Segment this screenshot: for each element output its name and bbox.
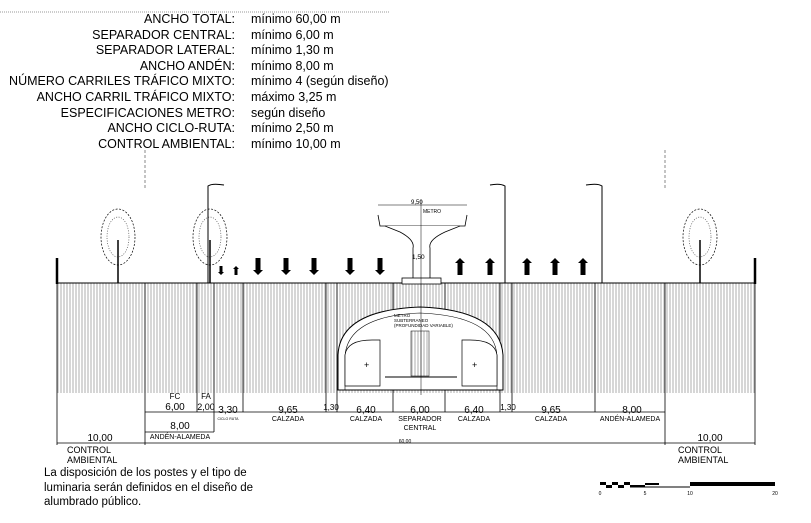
svg-text:1,30: 1,30 (323, 403, 339, 412)
svg-text:CALZADA: CALZADA (458, 416, 491, 423)
svg-text:6,00: 6,00 (165, 402, 185, 413)
svg-text:9,65: 9,65 (278, 405, 298, 416)
lamp-posts (207, 183, 603, 283)
svg-text:CENTRAL: CENTRAL (404, 425, 437, 432)
svg-text:10: 10 (687, 491, 693, 497)
lighting-note: La disposición de los postes y el tipo d… (44, 467, 254, 508)
spec-label: CONTROL AMBIENTAL: (98, 136, 235, 151)
spec-value: mínimo 10,00 m (251, 136, 341, 151)
spec-label: ESPECIFICACIONES METRO: (60, 105, 235, 120)
spec-label: ANCHO ANDÉN: (139, 58, 235, 73)
svg-text:CONTROL: CONTROL (678, 445, 722, 455)
arrow-down-icon (218, 266, 224, 275)
svg-text:CICLO RUTA: CICLO RUTA (218, 417, 240, 421)
spec-label: SEPARADOR LATERAL: (95, 43, 235, 58)
svg-text:60,00: 60,00 (399, 439, 412, 445)
svg-text:ANDÉN-ALAMEDA: ANDÉN-ALAMEDA (150, 432, 211, 441)
svg-text:ANDÉN-ALAMEDA: ANDÉN-ALAMEDA (600, 414, 661, 423)
arrow-down-icon (281, 258, 291, 275)
svg-text:20: 20 (772, 491, 778, 497)
svg-text:AMBIENTAL: AMBIENTAL (67, 455, 117, 465)
svg-text:CONTROL: CONTROL (67, 445, 111, 455)
spec-value: mínimo 2,50 m (251, 121, 334, 136)
scale-bar: 0 5 10 20 (599, 482, 778, 497)
svg-text:2,00: 2,00 (197, 402, 215, 412)
metro-width-dimension: 9,50 (411, 200, 423, 206)
arrow-down-icon (345, 258, 355, 275)
arrow-down-icon (309, 258, 319, 275)
spec-label: SEPARADOR CENTRAL: (92, 27, 235, 42)
svg-text:8,00: 8,00 (622, 405, 642, 416)
svg-text:CALZADA: CALZADA (535, 416, 568, 423)
arrow-up-icon (522, 258, 532, 275)
tunnel-label: SUBTERRANEO (394, 318, 429, 323)
svg-text:CALZADA: CALZADA (272, 416, 305, 423)
svg-text:10,00: 10,00 (87, 433, 112, 444)
spec-value: máximo 3,25 m (251, 90, 337, 104)
arrow-up-icon (455, 258, 465, 275)
trees (100, 208, 718, 283)
svg-text:6,00: 6,00 (410, 405, 430, 416)
svg-text:9,65: 9,65 (541, 405, 561, 416)
elevated-metro: 9,50 METRO 1,50 (377, 200, 468, 395)
tunnel-label: (PROFUNDIDAD VARIABLE) (394, 323, 453, 328)
svg-text:6,40: 6,40 (356, 405, 376, 416)
svg-text:FA: FA (201, 392, 211, 401)
arrow-down-icon (375, 258, 385, 275)
spec-label: NÚMERO CARRILES TRÁFICO MIXTO: (9, 74, 235, 89)
svg-text:FC: FC (170, 392, 181, 401)
tree-icon (192, 208, 228, 283)
spec-value: mínimo 4 (según diseño) (251, 74, 389, 89)
spec-value: mínimo 6,00 m (251, 27, 334, 42)
tree-icon (682, 208, 718, 283)
spec-label: ANCHO TOTAL: (144, 12, 235, 26)
svg-text:3,30: 3,30 (218, 405, 238, 416)
tunnel-label: METRO (394, 313, 411, 318)
metro-label: METRO (423, 209, 441, 215)
column-width-dimension: 1,50 (412, 254, 425, 261)
dimension-annotations: FC 6,00 FA 2,00 3,30 CICLO RUTA 9,65 CAL… (57, 392, 755, 465)
tree-icon (100, 208, 136, 283)
underground-metro-tunnel: + + METRO SUBTERRANEO (PROFUNDIDAD VARIAB… (337, 306, 504, 391)
spec-value: mínimo 60,00 m (251, 12, 341, 26)
arrow-up-icon (550, 258, 560, 275)
svg-text:1,30: 1,30 (500, 403, 516, 412)
svg-text:0: 0 (599, 491, 602, 497)
spec-value: mínimo 1,30 m (251, 43, 334, 58)
svg-text:SEPARADOR: SEPARADOR (398, 416, 441, 423)
spec-label: ANCHO CICLO-RUTA: (107, 121, 235, 136)
svg-text:10,00: 10,00 (697, 433, 722, 444)
arrow-down-icon (253, 258, 263, 275)
svg-text:6,40: 6,40 (464, 405, 484, 416)
svg-text:8,00: 8,00 (170, 421, 190, 432)
arrow-up-icon (578, 258, 588, 275)
svg-text:+: + (472, 360, 477, 370)
arrow-up-icon (233, 266, 239, 275)
svg-text:+: + (364, 360, 369, 370)
spec-label: ANCHO CARRIL TRÁFICO MIXTO: (36, 90, 235, 104)
svg-text:AMBIENTAL: AMBIENTAL (678, 455, 728, 465)
traffic-direction-arrows (218, 258, 588, 275)
arrow-up-icon (485, 258, 495, 275)
spec-value: mínimo 8,00 m (251, 58, 334, 73)
svg-text:5: 5 (644, 491, 647, 497)
svg-text:CALZADA: CALZADA (350, 416, 383, 423)
spec-value: según diseño (251, 105, 326, 120)
